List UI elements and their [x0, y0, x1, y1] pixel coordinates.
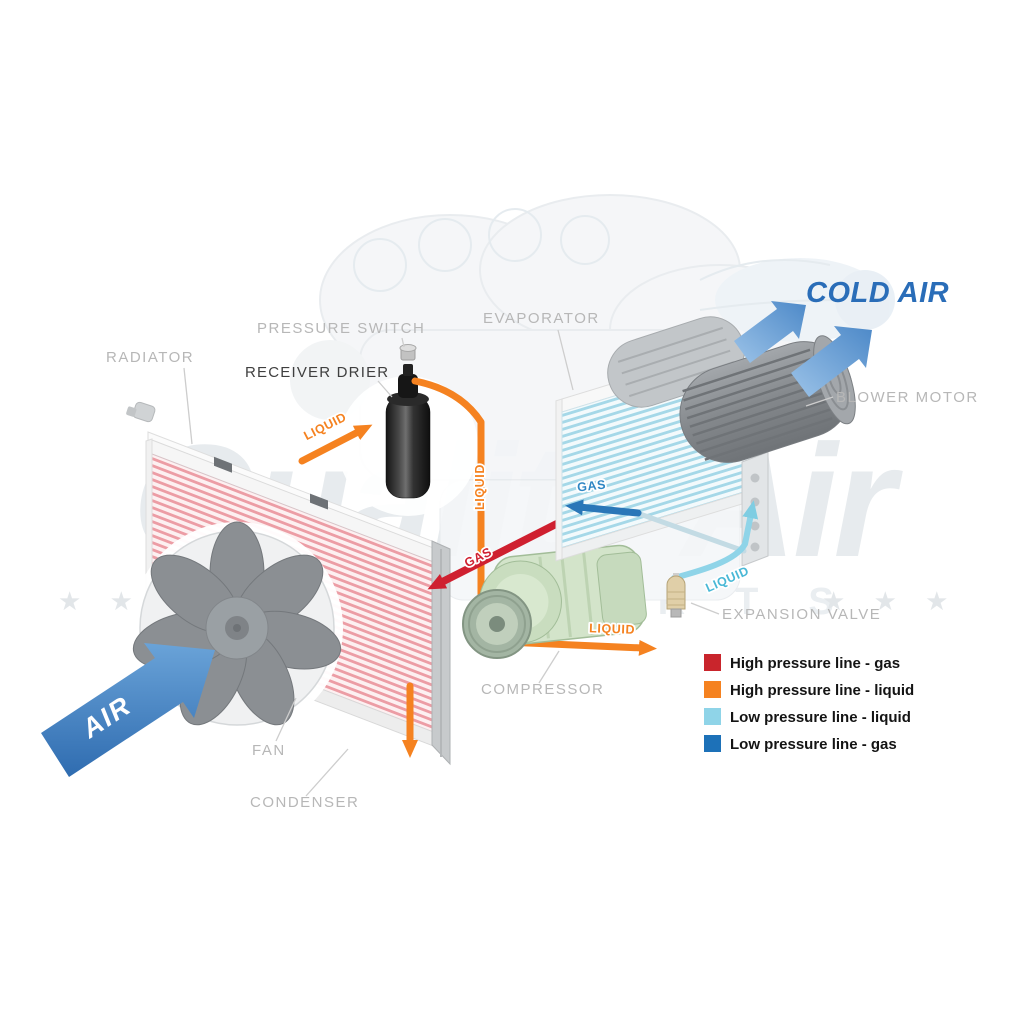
condenser-bracket	[214, 456, 232, 473]
watermark-stars-right: ★ ★ ★	[822, 587, 958, 617]
drier-body	[385, 395, 431, 499]
liquid-label-downcomer: LIQUID	[473, 464, 487, 510]
cold-air-arrow	[734, 301, 806, 363]
blower-grille	[682, 348, 833, 461]
evaporator-label: EVAPORATOR	[483, 310, 600, 327]
gas-label-suction: GAS	[576, 478, 606, 495]
cold-air-arrow	[791, 326, 872, 397]
low-pressure-liquid-pipe	[671, 500, 759, 581]
legend-label-lp-gas: Low pressure line - gas	[730, 736, 897, 753]
blower-motor-label: BLOWER MOTOR	[836, 389, 979, 406]
condenser-bracket	[310, 493, 328, 510]
condenser-label: CONDENSER	[250, 794, 359, 811]
legend: High pressure line - gas High pressure l…	[704, 654, 914, 753]
drier-inlet-pipe	[298, 424, 373, 465]
compressor-label: COMPRESSOR	[481, 681, 604, 698]
legend-label-lp-liquid: Low pressure line - liquid	[730, 709, 911, 726]
high-pressure-liquid-pipe	[411, 377, 657, 656]
receiver-drier-label: RECEIVER DRIER	[245, 364, 389, 381]
low-pressure-gas-pipe	[565, 499, 642, 517]
air-intake: AIR	[41, 643, 215, 777]
legend-label-hp-gas: High pressure line - gas	[730, 655, 900, 672]
legend-swatch-hp-gas	[704, 654, 721, 671]
expansion-valve	[666, 573, 686, 618]
liquid-label-to-valve: LIQUID	[589, 621, 635, 637]
cold-air: COLD AIR	[734, 277, 949, 397]
evaporator-bottom-line	[637, 511, 747, 554]
legend-swatch-lp-liquid	[704, 708, 721, 725]
cold-air-label: COLD AIR	[806, 277, 949, 309]
legend-swatch-lp-gas	[704, 735, 721, 752]
radiator-label: RADIATOR	[106, 349, 194, 366]
component-labels: RADIATOR PRESSURE SWITCH RECEIVER DRIER …	[106, 310, 979, 811]
legend-label-hp-liquid: High pressure line - liquid	[730, 682, 914, 699]
expansion-valve-label: EXPANSION VALVE	[722, 606, 881, 623]
pressure-switch-label: PRESSURE SWITCH	[257, 320, 425, 337]
fan	[131, 521, 343, 734]
legend-swatch-hp-liquid	[704, 681, 721, 698]
air-arrow	[41, 643, 215, 777]
pressure-switch	[399, 344, 417, 361]
fan-label: FAN	[252, 742, 286, 759]
compressor	[462, 534, 647, 659]
